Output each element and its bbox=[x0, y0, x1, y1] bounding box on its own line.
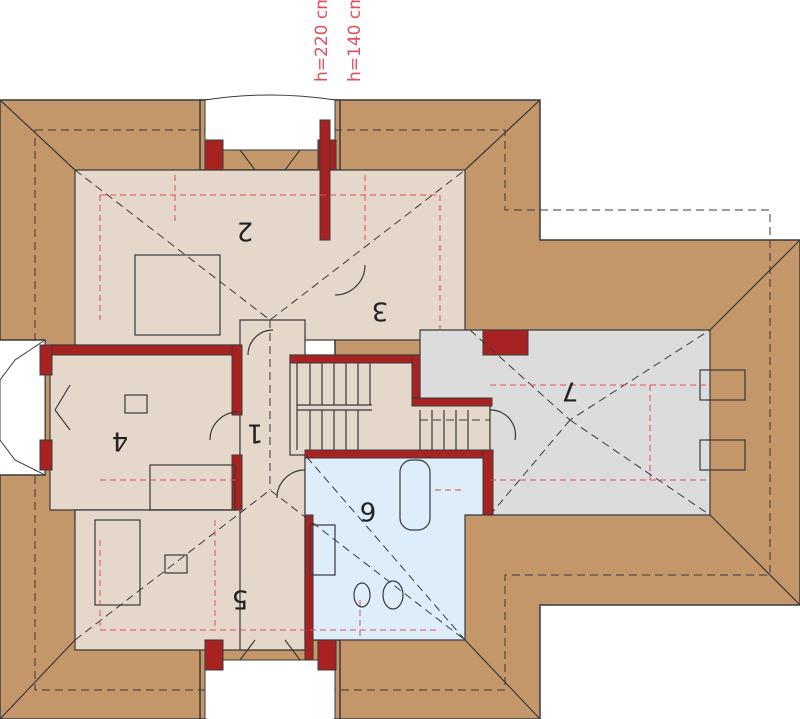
room-number-7: 7 bbox=[562, 376, 579, 406]
room-number-4: 4 bbox=[112, 426, 129, 456]
walls bbox=[39, 119, 529, 671]
room-number-3: 3 bbox=[372, 296, 389, 326]
ridge-lines bbox=[74, 169, 711, 641]
furniture bbox=[94, 254, 746, 610]
bay-window-bottom bbox=[204, 659, 336, 719]
bay-window-left bbox=[0, 339, 46, 476]
room-number-1: 1 bbox=[247, 418, 264, 448]
room-6-bathroom bbox=[304, 454, 491, 641]
room-number-5: 5 bbox=[232, 584, 249, 614]
room-number-6: 6 bbox=[360, 496, 377, 526]
bay-window-top bbox=[204, 94, 336, 151]
doors bbox=[54, 149, 517, 661]
room-4 bbox=[49, 344, 241, 511]
room-labels: 1 2 3 4 5 6 7 bbox=[112, 216, 579, 614]
room-number-2: 2 bbox=[237, 216, 254, 246]
stairs bbox=[296, 362, 469, 450]
